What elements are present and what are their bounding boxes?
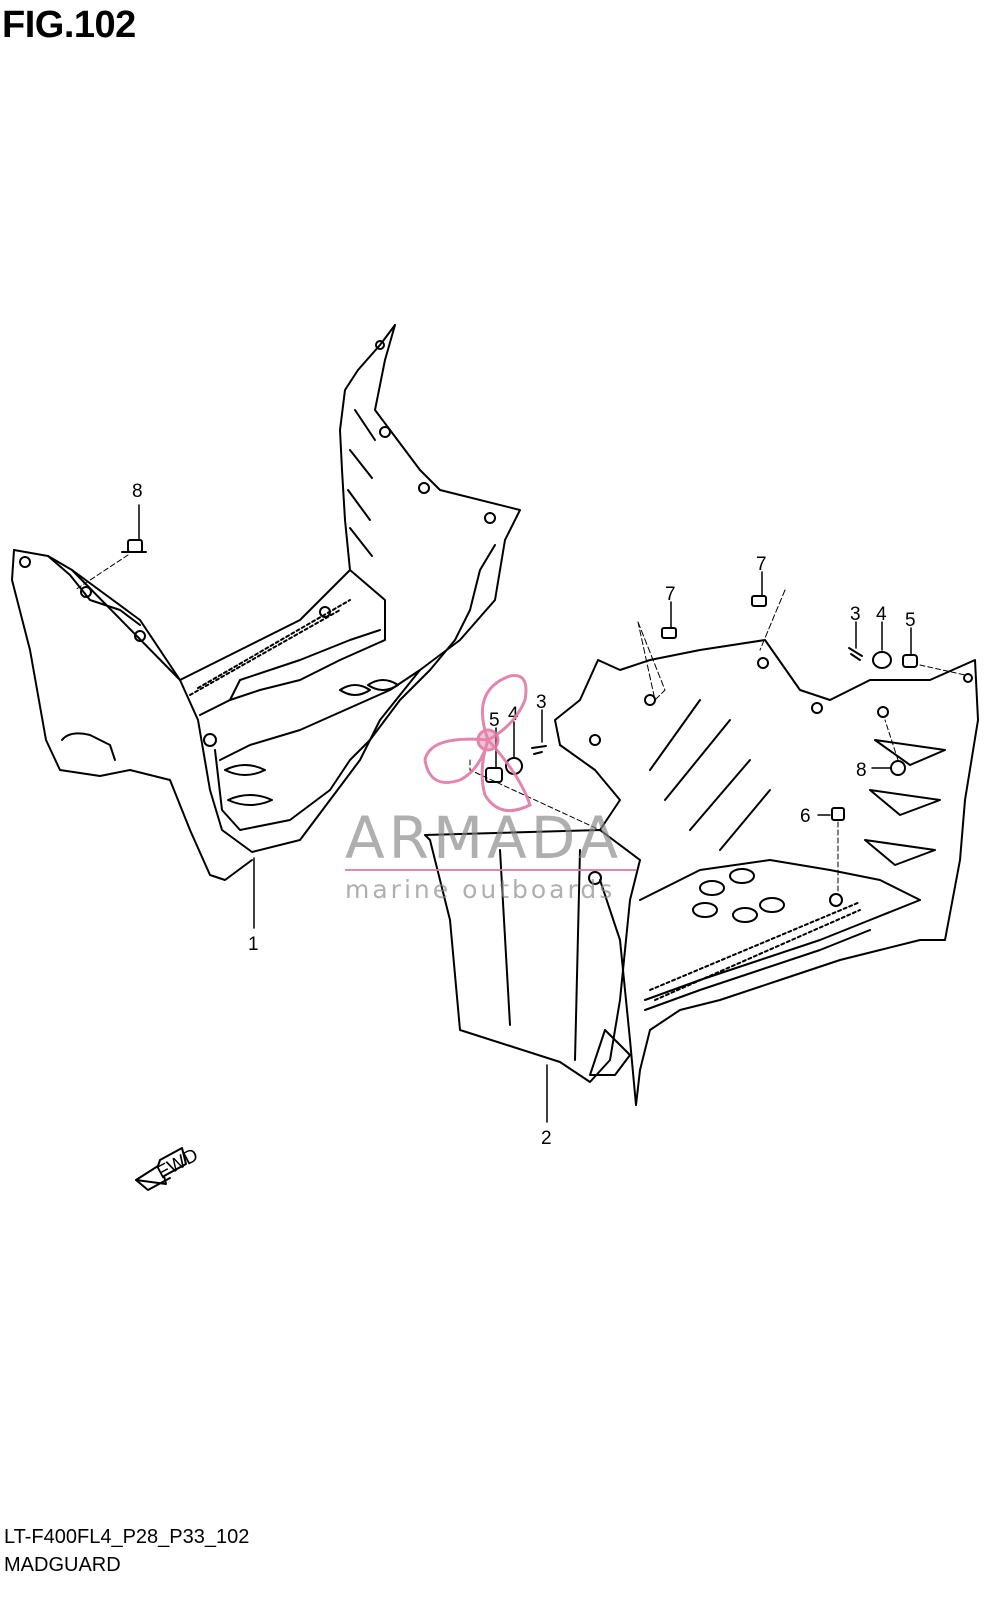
right-mudguard-part-2 xyxy=(424,639,979,1123)
fastener-7a xyxy=(637,601,677,701)
figure-title: FIG.102 xyxy=(2,4,136,46)
callout-right-2: 2 xyxy=(541,1128,552,1149)
callout-right-4: 4 xyxy=(876,604,887,625)
callout-right-6: 6 xyxy=(800,806,811,827)
callout-left-1: 1 xyxy=(248,934,259,955)
callout-mid-3: 3 xyxy=(536,692,547,713)
figure-name: MADGUARD xyxy=(4,1554,121,1576)
callout-left-8: 8 xyxy=(132,481,143,502)
callout-right-5: 5 xyxy=(905,610,916,631)
fwd-arrow-icon xyxy=(135,1147,187,1191)
callout-right-7b: 7 xyxy=(756,554,767,575)
callout-right-8: 8 xyxy=(856,760,867,781)
fastener-8-left xyxy=(74,504,147,591)
fastener-7b xyxy=(751,571,786,651)
fastener-8-right xyxy=(871,719,906,776)
callout-right-3: 3 xyxy=(850,604,861,625)
watermark-brand: ARMADA xyxy=(345,804,622,872)
propeller-logo-icon xyxy=(423,674,532,813)
armada-watermark: ARMADA marine outboards xyxy=(345,674,636,904)
callout-labels: 8 1 5 4 3 7 7 3 4 5 8 6 2 xyxy=(132,481,916,1149)
left-mudguard-part-1 xyxy=(11,324,521,929)
figure-code: LT-F400FL4_P28_P33_102 xyxy=(4,1526,250,1548)
callout-mid-5: 5 xyxy=(489,710,500,731)
fastener-3-4-5-right xyxy=(848,621,966,676)
fastener-6 xyxy=(817,807,845,896)
callout-right-7a: 7 xyxy=(665,584,676,605)
callout-mid-4: 4 xyxy=(508,704,519,725)
watermark-tagline: marine outboards xyxy=(345,875,615,904)
